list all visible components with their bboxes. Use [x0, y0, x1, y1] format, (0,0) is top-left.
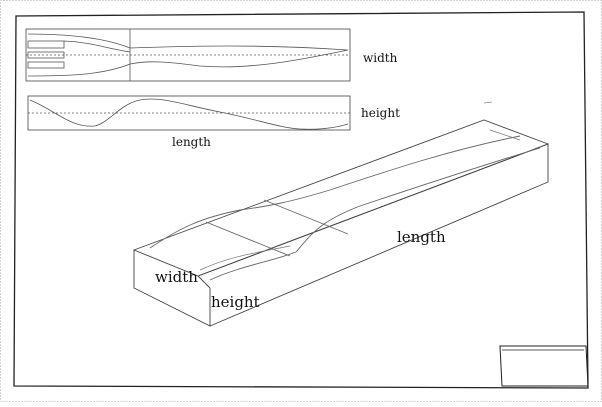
iso-height-label: height: [211, 293, 260, 311]
side-view-height-label: height: [361, 106, 400, 120]
side-view-fork: [27, 95, 351, 131]
iso-width-label: width: [155, 268, 198, 286]
top-view-fork: [25, 28, 351, 82]
isometric-block: [132, 119, 550, 327]
iso-length-label: length: [397, 228, 446, 246]
title-block: [499, 345, 589, 387]
top-view-width-label: width: [363, 51, 398, 65]
stray-mark: [483, 101, 493, 104]
border-frame: [13, 11, 589, 389]
side-view-length-caption: length: [172, 135, 211, 149]
